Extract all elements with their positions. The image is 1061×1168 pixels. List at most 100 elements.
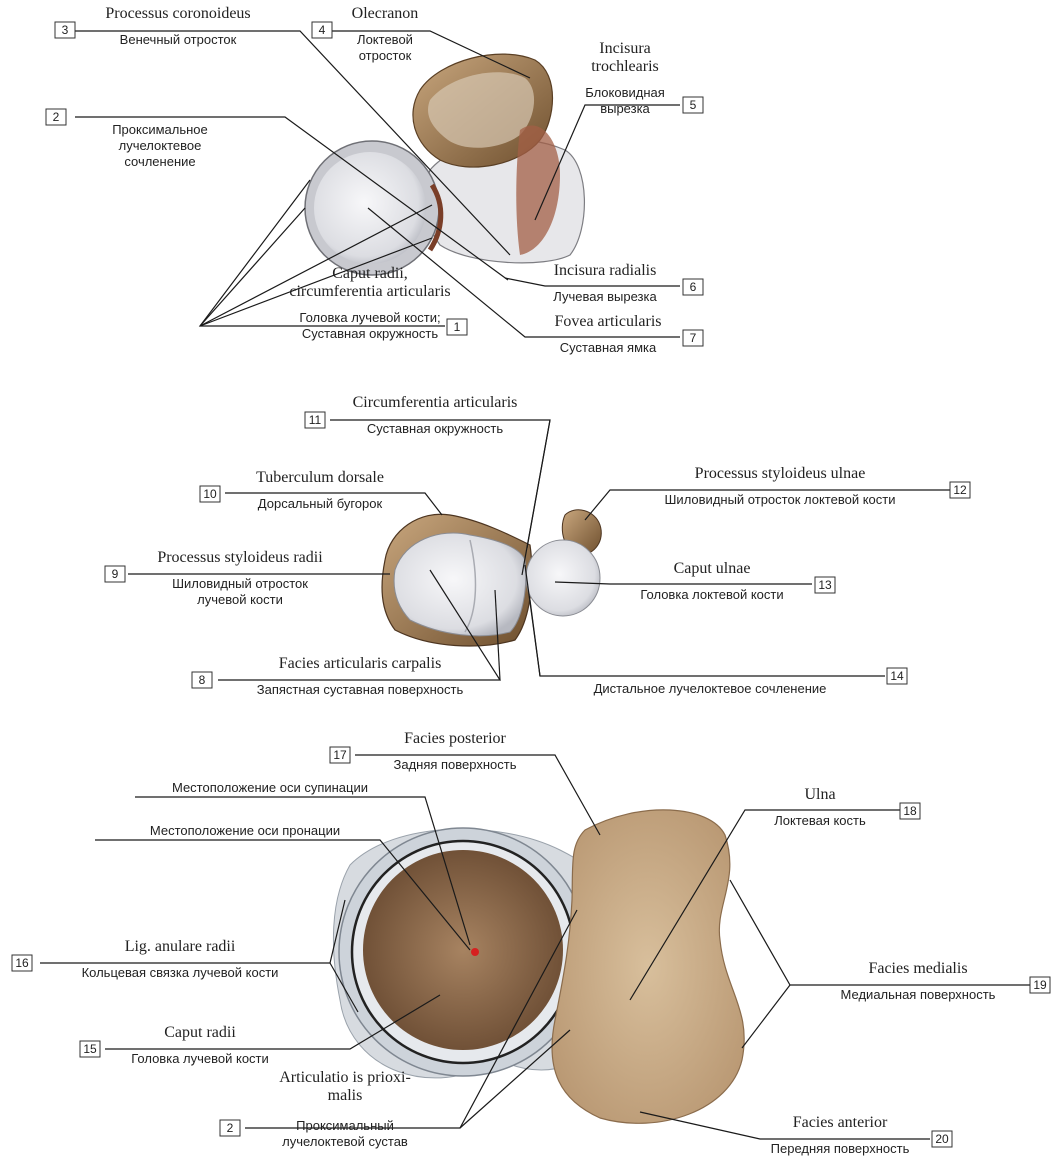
- label-latin: malis: [328, 1087, 363, 1104]
- label-number: 3: [62, 23, 69, 37]
- label-latin: Fovea articularis: [554, 313, 661, 330]
- leader-19b: [742, 985, 790, 1048]
- label-latin: Incisura: [599, 40, 651, 57]
- figure-distal-view: [382, 510, 601, 646]
- label-russian: Головка локтевой кости: [640, 587, 783, 602]
- supination-axis-mark: [471, 948, 479, 956]
- label-russian: Суставная окружность: [367, 421, 503, 436]
- label-latin: Facies posterior: [404, 730, 506, 747]
- label-russian: сочленение: [124, 154, 195, 169]
- label-russian: Задняя поверхность: [393, 757, 516, 772]
- label-russian: Медиальная поверхность: [841, 987, 996, 1002]
- label-russian: Суставная ямка: [560, 340, 657, 355]
- label-number: 5: [690, 98, 697, 112]
- label-russian: лучелоктевое: [119, 138, 202, 153]
- label-number: 15: [83, 1042, 97, 1056]
- label-l1: 1 Caput radii,circumferentia articularisГ…: [289, 265, 467, 341]
- label-russian: Запястная суставная поверхность: [257, 682, 464, 697]
- label-latin: Caput radii: [164, 1024, 236, 1041]
- label-russian: Шиловидный отросток: [172, 576, 308, 591]
- label-l3: 3 Processus coronoideusВенечный отросток: [55, 5, 251, 47]
- label-number: 19: [1033, 978, 1047, 992]
- label-number: 2: [53, 110, 60, 124]
- label-russian: лучевой кости: [197, 592, 283, 607]
- label-pro: Местоположение оси пронации: [150, 823, 340, 838]
- label-number: 18: [903, 804, 917, 818]
- label-number: 17: [333, 748, 347, 762]
- label-russian: Головка лучевой кости;: [299, 310, 440, 325]
- label-russian: Блоковидная: [585, 85, 665, 100]
- label-russian: Лучевая вырезка: [553, 289, 657, 304]
- label-l9: 9 Processus styloideus radiiШиловидный от…: [105, 549, 323, 607]
- ulna-cross-section: [552, 810, 744, 1123]
- label-russian: Дорсальный бугорок: [258, 496, 383, 511]
- label-l19: 19 Facies medialisМедиальная поверхность: [841, 960, 1050, 1002]
- leader-14b: [530, 600, 540, 676]
- label-russian: Проксимальное: [112, 122, 208, 137]
- label-number: 6: [690, 280, 697, 294]
- label-l2a: 2Проксимальноелучелоктевоесочленение: [46, 109, 208, 169]
- label-sup: Местоположение оси супинации: [172, 780, 368, 795]
- figure-proximal-view: [305, 54, 584, 275]
- label-russian: Передняя поверхность: [771, 1141, 910, 1156]
- label-number: 14: [890, 669, 904, 683]
- label-russian: Местоположение оси супинации: [172, 780, 368, 795]
- label-number: 16: [15, 956, 29, 970]
- label-l6: 6 Incisura radialisЛучевая вырезка: [553, 262, 703, 304]
- label-latin: Processus styloideus radii: [157, 549, 323, 566]
- label-latin: Ulna: [804, 786, 835, 803]
- label-latin: Lig. anulare radii: [125, 938, 236, 955]
- label-number: 12: [953, 483, 967, 497]
- label-l12: 12Processus styloideus ulnaeШиловидный о…: [665, 465, 970, 507]
- label-number: 10: [203, 487, 217, 501]
- label-russian: Венечный отросток: [120, 32, 237, 47]
- label-number: 9: [112, 567, 119, 581]
- label-russian: вырезка: [600, 101, 650, 116]
- label-latin: Articulatio is prioxi-: [279, 1069, 411, 1086]
- label-number: 13: [818, 578, 832, 592]
- label-latin: Facies articularis carpalis: [279, 655, 442, 672]
- label-latin: Facies anterior: [793, 1114, 888, 1131]
- label-russian: Дистальное лучелоктевое сочленение: [594, 681, 827, 696]
- distal-radius-carpal-surface: [394, 533, 526, 636]
- label-l8: 8 Facies articularis carpalisЗапястная су…: [192, 655, 463, 697]
- label-russian: Головка лучевой кости: [131, 1051, 269, 1066]
- label-russian: Локтевая кость: [774, 813, 866, 828]
- leader-1b: [200, 208, 305, 326]
- label-latin: trochlearis: [591, 58, 659, 75]
- label-number: 1: [454, 320, 461, 334]
- label-number: 7: [690, 331, 697, 345]
- label-number: 8: [199, 673, 206, 687]
- label-russian: Локтевой: [357, 32, 413, 47]
- label-latin: Facies medialis: [868, 960, 967, 977]
- label-number: 11: [309, 413, 322, 427]
- label-latin: Incisura radialis: [554, 262, 657, 279]
- label-russian: Местоположение оси пронации: [150, 823, 340, 838]
- label-latin: Processus styloideus ulnae: [695, 465, 866, 482]
- radius-cross-section: [363, 850, 563, 1050]
- label-latin: Tuberculum dorsale: [256, 469, 384, 486]
- leader-6: [505, 278, 680, 286]
- label-latin: circumferentia articularis: [289, 283, 450, 300]
- label-latin: Processus coronoideus: [105, 5, 250, 22]
- label-latin: Caput radii,: [332, 265, 408, 282]
- label-latin: Olecranon: [352, 5, 419, 22]
- label-russian: лучелоктевой сустав: [282, 1134, 408, 1149]
- label-latin: Caput ulnae: [674, 560, 751, 577]
- ulna-head-shape: [526, 540, 600, 616]
- label-russian: отросток: [359, 48, 412, 63]
- label-russian: Проксимальный: [296, 1118, 394, 1133]
